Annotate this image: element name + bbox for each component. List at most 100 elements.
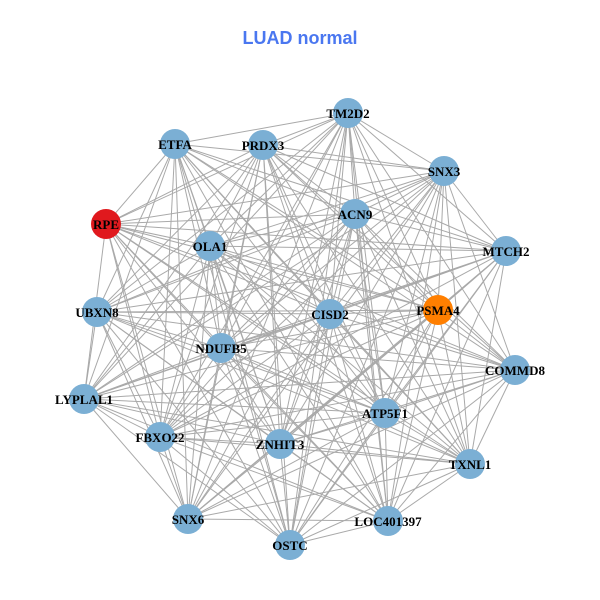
node-label: CISD2 — [311, 307, 349, 322]
edge-ACN9-ATP5F1 — [354, 213, 386, 414]
node-UBXN8[interactable] — [82, 297, 112, 327]
edge-TM2D2-SNX3 — [347, 112, 445, 172]
edge-ACN9-UBXN8 — [96, 213, 356, 313]
edge-ZNHIT3-TXNL1 — [279, 443, 471, 465]
edge-SNX3-COMMD8 — [443, 170, 516, 371]
node-TXNL1[interactable] — [455, 449, 485, 479]
edge-SNX3-ACN9 — [354, 170, 445, 215]
edge-TXNL1-SNX6 — [187, 463, 471, 520]
node-FBXO22[interactable] — [145, 422, 175, 452]
edge-PSMA4-FBXO22 — [159, 309, 439, 438]
edge-ETFA-SNX6 — [174, 143, 189, 520]
edge-UBXN8-OSTC — [96, 311, 291, 546]
node-label: SNX3 — [428, 164, 461, 179]
edge-NDUFB5-OSTC — [220, 347, 291, 546]
edge-COMMD8-OSTC — [289, 369, 516, 546]
node-label: LYPLAL1 — [55, 392, 113, 407]
edge-LYPLAL1-ZNHIT3 — [83, 398, 281, 445]
edge-RPE-SNX6 — [105, 223, 189, 520]
edges — [83, 112, 516, 546]
edge-RPE-COMMD8 — [105, 223, 516, 371]
node-CISD2[interactable] — [315, 299, 345, 329]
edge-ATP5F1-ZNHIT3 — [279, 412, 386, 445]
node-OLA1[interactable] — [195, 231, 225, 261]
node-NDUFB5[interactable] — [206, 333, 236, 363]
edge-TM2D2-TXNL1 — [347, 112, 471, 465]
node-label: ZNHIT3 — [256, 437, 305, 452]
edge-ETFA-SNX3 — [174, 143, 445, 172]
edge-TM2D2-RPE — [105, 112, 349, 225]
node-PRDX3[interactable] — [248, 130, 278, 160]
edge-SNX3-FBXO22 — [159, 170, 445, 438]
edge-NDUFB5-ZNHIT3 — [220, 347, 281, 445]
node-PSMA4[interactable] — [423, 295, 453, 325]
edge-ETFA-UBXN8 — [96, 143, 176, 313]
edge-RPE-MTCH2 — [105, 223, 507, 252]
edge-PSMA4-COMMD8 — [437, 309, 516, 371]
edge-RPE-FBXO22 — [105, 223, 161, 438]
edge-FBXO22-TXNL1 — [159, 436, 471, 465]
edge-NDUFB5-LYPLAL1 — [83, 347, 222, 400]
edge-RPE-LOC401397 — [105, 223, 389, 522]
edge-UBXN8-FBXO22 — [96, 311, 161, 438]
edge-OLA1-ATP5F1 — [209, 245, 386, 414]
node-OSTC[interactable] — [275, 530, 305, 560]
edge-FBXO22-LOC401397 — [159, 436, 389, 522]
edge-OLA1-FBXO22 — [159, 245, 211, 438]
edge-SNX3-NDUFB5 — [220, 170, 445, 349]
node-ATP5F1[interactable] — [370, 398, 400, 428]
edge-PSMA4-NDUFB5 — [220, 309, 439, 349]
edge-OLA1-CISD2 — [209, 245, 331, 315]
edge-CISD2-SNX6 — [187, 313, 331, 520]
edge-ACN9-NDUFB5 — [220, 213, 356, 349]
node-SNX3[interactable] — [429, 156, 459, 186]
edge-ACN9-FBXO22 — [159, 213, 356, 438]
edge-ACN9-LOC401397 — [354, 213, 389, 522]
edge-LYPLAL1-LOC401397 — [83, 398, 389, 522]
edge-PRDX3-CISD2 — [262, 144, 331, 315]
node-label: UBXN8 — [75, 305, 119, 320]
edge-ATP5F1-SNX6 — [187, 412, 386, 520]
edge-ATP5F1-FBXO22 — [159, 412, 386, 438]
edge-PRDX3-MTCH2 — [262, 144, 507, 252]
node-RPE[interactable] — [91, 209, 121, 239]
edge-TM2D2-ATP5F1 — [347, 112, 386, 414]
edge-ETFA-LYPLAL1 — [83, 143, 176, 400]
edge-ACN9-COMMD8 — [354, 213, 516, 371]
node-LYPLAL1[interactable] — [69, 384, 99, 414]
node-TM2D2[interactable] — [333, 98, 363, 128]
edge-PSMA4-SNX6 — [187, 309, 439, 520]
edge-TM2D2-FBXO22 — [159, 112, 349, 438]
edge-SNX3-ATP5F1 — [384, 170, 445, 414]
edge-PRDX3-FBXO22 — [159, 144, 264, 438]
edge-PSMA4-ATP5F1 — [384, 309, 439, 414]
node-label: LOC401397 — [354, 514, 422, 529]
node-ZNHIT3[interactable] — [265, 429, 295, 459]
edge-OLA1-LOC401397 — [209, 245, 389, 522]
edge-SNX3-RPE — [105, 170, 445, 225]
edge-ACN9-MTCH2 — [354, 213, 507, 252]
edge-SNX6-LOC401397 — [187, 518, 389, 522]
edge-SNX3-OSTC — [289, 170, 445, 546]
edge-PSMA4-LOC401397 — [387, 309, 439, 522]
node-LOC401397[interactable] — [373, 506, 403, 536]
edge-PRDX3-ACN9 — [262, 144, 356, 215]
edge-TXNL1-OSTC — [289, 463, 471, 546]
node-MTCH2[interactable] — [491, 236, 521, 266]
node-ETFA[interactable] — [160, 129, 190, 159]
edge-LYPLAL1-ATP5F1 — [83, 398, 386, 414]
edge-ZNHIT3-OSTC — [279, 443, 291, 546]
edge-SNX3-MTCH2 — [443, 170, 507, 252]
edge-CISD2-OSTC — [289, 313, 331, 546]
edge-CISD2-PSMA4 — [329, 309, 439, 315]
edge-ACN9-PSMA4 — [354, 213, 439, 311]
node-COMMD8[interactable] — [500, 355, 530, 385]
edge-CISD2-LOC401397 — [329, 313, 389, 522]
edge-OLA1-UBXN8 — [96, 245, 211, 313]
node-SNX6[interactable] — [173, 504, 203, 534]
edge-TM2D2-NDUFB5 — [220, 112, 349, 349]
node-ACN9[interactable] — [340, 199, 370, 229]
edge-ZNHIT3-SNX6 — [187, 443, 281, 520]
